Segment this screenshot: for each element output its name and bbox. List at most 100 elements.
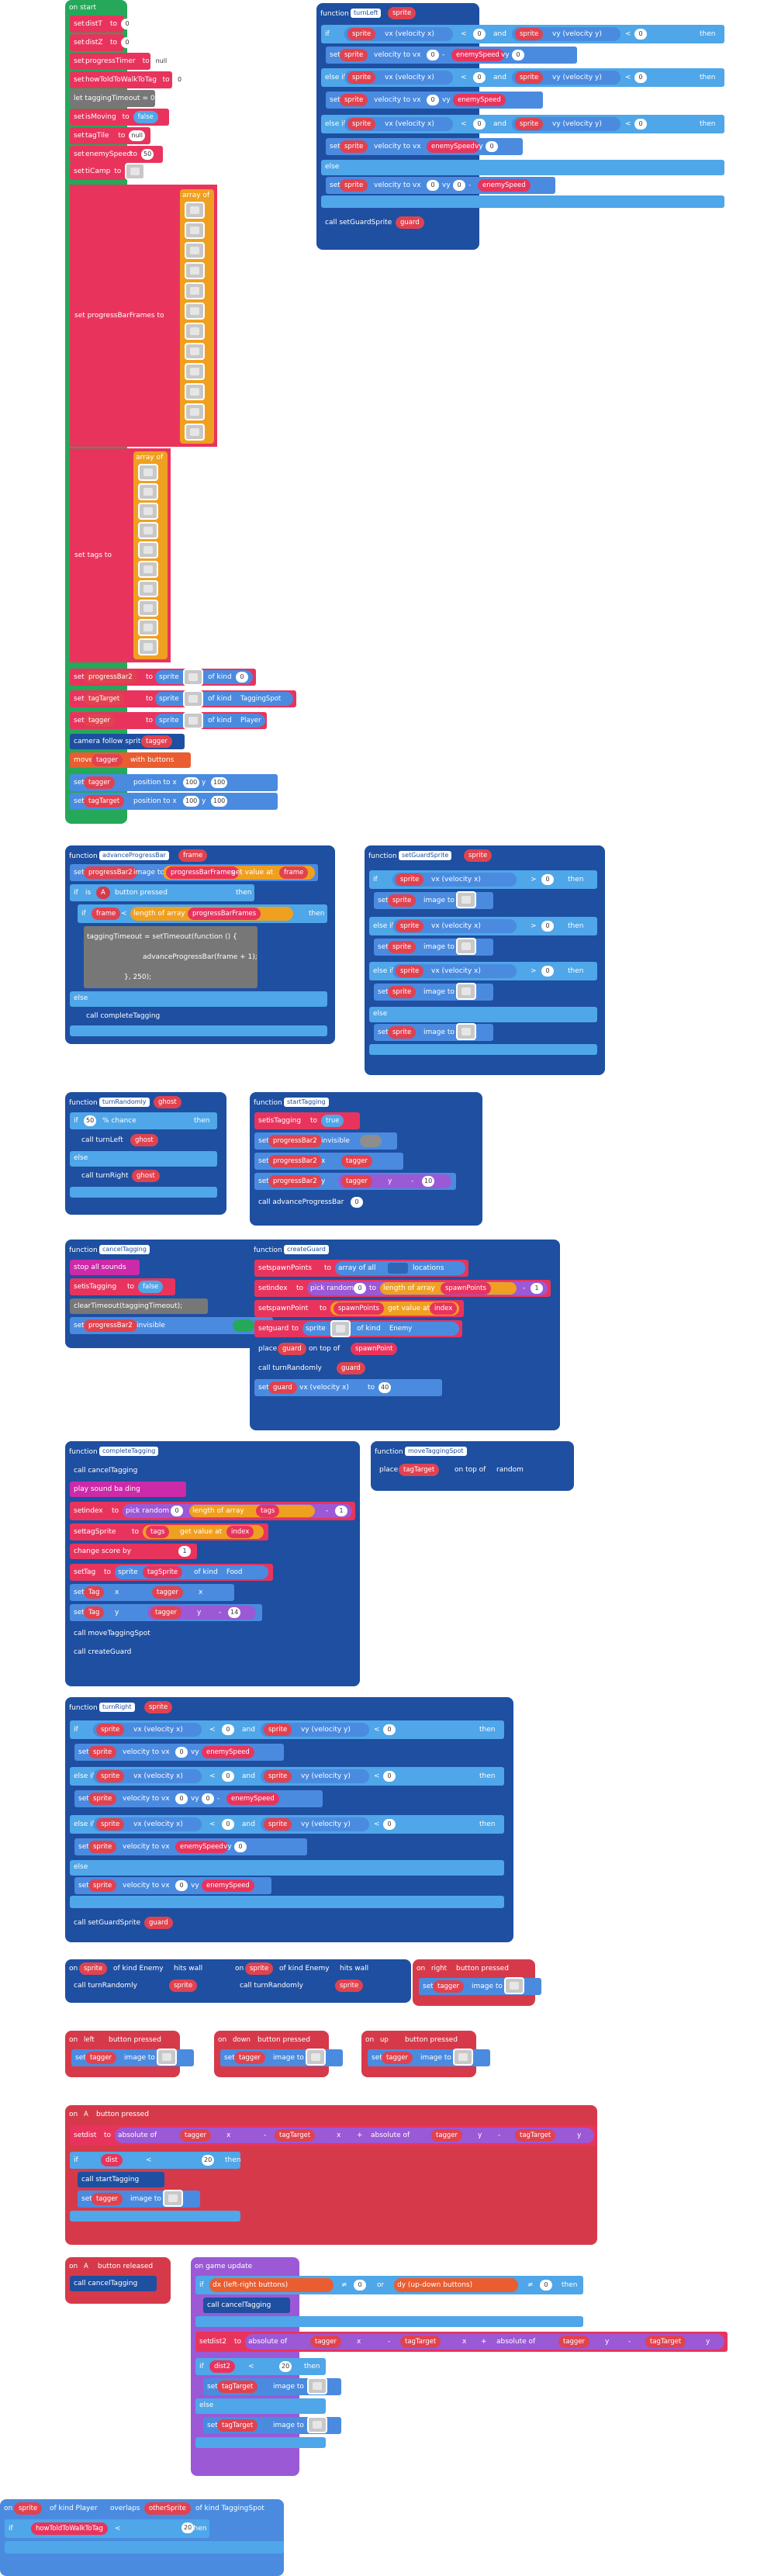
n14[interactable]: 14 [228, 1607, 241, 1618]
param-ghost[interactable]: ghost [154, 1096, 181, 1108]
sprite[interactable]: sprite [245, 1962, 274, 1975]
if-end[interactable] [5, 2541, 284, 2554]
cond-sprite-2[interactable]: sprite [264, 1818, 292, 1831]
vy-1[interactable]: 0 [453, 180, 465, 191]
toggle-icon[interactable] [360, 1135, 382, 1147]
tagtarget[interactable]: tagTarget [399, 1464, 440, 1476]
img-slot[interactable] [456, 983, 476, 1000]
frame-var[interactable]: frame [279, 866, 309, 879]
vel-sprite[interactable]: sprite [340, 179, 368, 192]
pb2-y[interactable]: progressBar2 [268, 1175, 322, 1188]
if-end[interactable] [70, 1896, 504, 1908]
cond-zero[interactable]: 0 [222, 1724, 234, 1735]
tile-slot[interactable] [388, 1263, 408, 1274]
frame-image-7[interactable] [185, 343, 205, 360]
tag-image-7[interactable] [138, 600, 158, 617]
vel-sprite[interactable]: sprite [88, 1879, 117, 1892]
cond-zero[interactable]: 0 [222, 1819, 234, 1830]
progressbar2-var[interactable]: progressBar2 [84, 866, 137, 879]
arr-var[interactable]: progressBarFrames [166, 866, 240, 879]
play-sound[interactable] [70, 1482, 186, 1497]
vx-0[interactable]: 0 [427, 180, 439, 191]
function-name-turnright[interactable]: turnRight [99, 1703, 135, 1712]
cond-zero[interactable]: 0 [473, 119, 486, 130]
pos-var[interactable]: tagTarget [84, 795, 125, 807]
cond-zero-2[interactable]: 0 [383, 1771, 396, 1782]
on-start-row-4[interactable] [70, 90, 155, 107]
camera-var[interactable]: tagger [141, 735, 173, 748]
call-move[interactable] [70, 1626, 194, 1641]
tag-image-4[interactable] [138, 541, 158, 558]
arg[interactable]: sprite [169, 1980, 198, 1992]
tagger-x[interactable]: tagger [310, 2336, 342, 2348]
tagger-y[interactable]: tagger [431, 2129, 463, 2142]
if-end[interactable] [369, 1044, 597, 1055]
z2[interactable]: 0 [540, 2280, 552, 2291]
img-sprite[interactable]: sprite [388, 941, 417, 953]
else-row[interactable] [70, 991, 327, 1007]
tagger[interactable]: tagger [234, 2052, 266, 2064]
target[interactable]: tagTarget [217, 2381, 258, 2393]
param-sprite[interactable]: sprite [464, 849, 493, 862]
img-slot[interactable] [456, 938, 476, 955]
speed-var[interactable]: enemySpeed [202, 1879, 254, 1892]
vy-0[interactable]: 0 [486, 141, 498, 152]
call-create[interactable] [70, 1644, 174, 1660]
vy-1[interactable]: 0 [202, 1793, 214, 1804]
zero[interactable]: 0 [354, 1283, 366, 1294]
ghost-arg-2[interactable]: ghost [132, 1170, 160, 1182]
frame-image-10[interactable] [185, 403, 205, 420]
function-name-turnrandomly[interactable]: turnRandomly [99, 1098, 150, 1107]
cond-sprite-2[interactable]: sprite [515, 71, 544, 84]
if-end[interactable] [70, 1025, 327, 1036]
target-x[interactable]: tagTarget [275, 2129, 316, 2142]
food[interactable]: Food [222, 1566, 247, 1578]
zero-arg[interactable]: 0 [351, 1197, 363, 1208]
sp3[interactable]: spawnPoint [351, 1343, 398, 1355]
frame-cond[interactable]: frame [92, 908, 121, 920]
set-progressbar2-sprite[interactable] [155, 670, 253, 684]
tag-image-8[interactable] [138, 619, 158, 636]
image-slot[interactable] [125, 163, 146, 180]
on-start-row-3[interactable] [70, 71, 172, 88]
cond-zero[interactable]: 0 [473, 72, 486, 83]
target-2[interactable]: tagTarget [217, 2419, 258, 2432]
a-button[interactable]: A [96, 887, 110, 899]
sprite[interactable]: sprite [14, 2502, 43, 2515]
tagger[interactable]: tagger [433, 1980, 465, 1993]
cond-sprite[interactable]: sprite [396, 965, 424, 977]
abs-sum[interactable] [115, 2128, 594, 2143]
vy-0[interactable]: 0 [234, 1841, 247, 1852]
cond-sprite[interactable]: sprite [396, 920, 424, 932]
clear-timeout[interactable] [70, 1298, 208, 1314]
dx-block[interactable] [209, 2278, 334, 2292]
btn[interactable]: left [79, 2034, 99, 2046]
value-1[interactable]: 0 [121, 37, 133, 48]
target-x[interactable]: tagTarget [400, 2336, 441, 2348]
cond-zero[interactable]: 0 [473, 29, 486, 40]
frame-image-1[interactable] [185, 222, 205, 239]
sprite[interactable]: sprite [79, 1962, 108, 1975]
function-name-canceltagging[interactable]: cancelTagging [99, 1245, 150, 1254]
var-set-tagtarget[interactable]: tagTarget [84, 693, 125, 705]
img-slot[interactable] [306, 2049, 326, 2066]
n20[interactable]: 20 [279, 2361, 292, 2372]
one[interactable]: 1 [531, 1283, 543, 1294]
tag-image-5[interactable] [138, 561, 158, 578]
img-sprite[interactable]: sprite [388, 986, 417, 998]
if-end[interactable] [321, 195, 724, 208]
vel-sprite[interactable]: sprite [340, 94, 368, 106]
pos-x[interactable]: 100 [183, 777, 200, 788]
img-slot[interactable] [456, 1023, 476, 1040]
sprite-image[interactable] [183, 712, 203, 729]
tagsprite-arg[interactable]: tagSprite [143, 1566, 183, 1578]
n20[interactable]: 20 [181, 2522, 195, 2533]
speed-var[interactable]: enemySpeed [202, 1746, 254, 1758]
zero[interactable]: 0 [541, 966, 554, 977]
function-name-advanceprogressbar[interactable]: advanceProgressBar [99, 851, 169, 860]
cond-left[interactable] [392, 964, 517, 978]
cond-sprite-2[interactable]: sprite [264, 1724, 292, 1736]
kind-value[interactable]: Player [236, 714, 266, 727]
frame-image-3[interactable] [185, 262, 205, 279]
zero[interactable]: 0 [541, 921, 554, 932]
